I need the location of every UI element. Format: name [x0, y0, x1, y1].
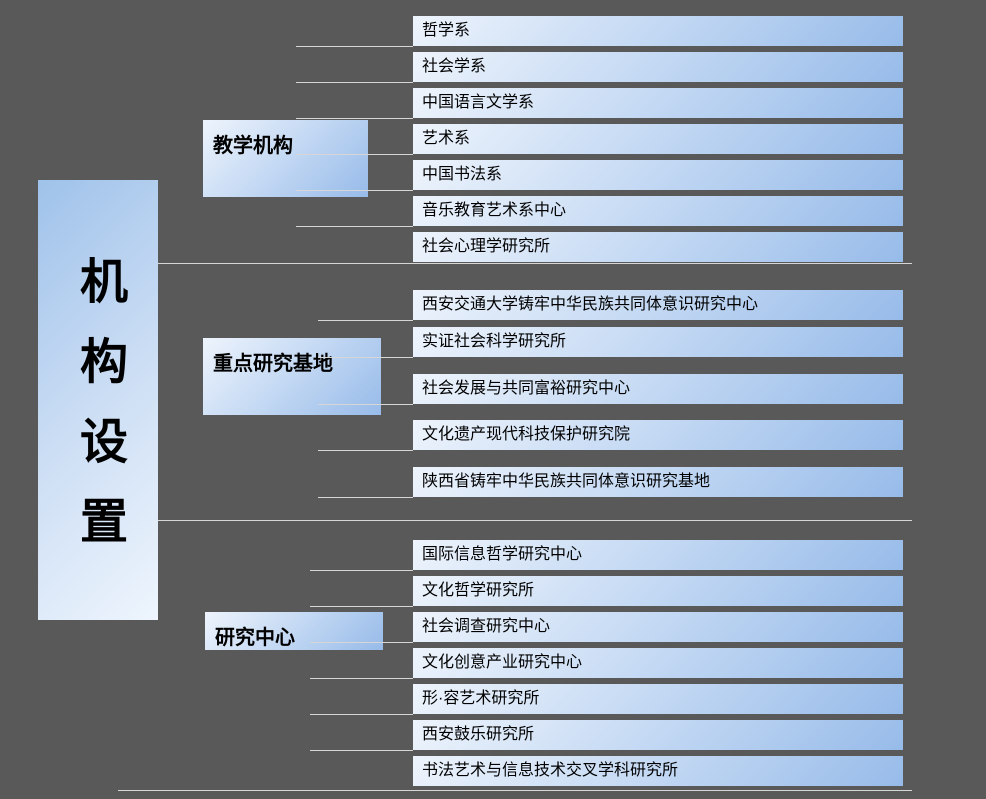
connector-line [318, 357, 413, 358]
connector-line [310, 750, 413, 751]
org-item: 西安交通大学铸牢中华民族共同体意识研究中心 [413, 290, 903, 320]
branch-line-group-2 [158, 520, 912, 521]
connector-line [318, 450, 413, 451]
org-item: 社会学系 [413, 52, 903, 82]
org-item: 中国书法系 [413, 160, 903, 190]
org-item: 艺术系 [413, 124, 903, 154]
connector-line [296, 154, 413, 155]
connector-line [310, 570, 413, 571]
category-node-key-research-bases: 重点研究基地 [203, 338, 381, 415]
org-item: 西安鼓乐研究所 [413, 720, 903, 750]
connector-line [318, 497, 413, 498]
org-item: 形·容艺术研究所 [413, 684, 903, 714]
connector-line [296, 46, 413, 47]
root-node: 机构设置 [38, 180, 158, 620]
branch-line-group-3 [118, 790, 912, 791]
org-item: 社会发展与共同富裕研究中心 [413, 374, 903, 404]
branch-line-group-1 [158, 263, 912, 264]
category-node-teaching: 教学机构 [203, 120, 368, 197]
connector-line [296, 118, 413, 119]
connector-line [318, 320, 413, 321]
connector-line [310, 606, 413, 607]
org-item: 实证社会科学研究所 [413, 327, 903, 357]
org-item: 文化遗产现代科技保护研究院 [413, 420, 903, 450]
category-node-research-centers: 研究中心 [205, 612, 383, 650]
connector-line [296, 226, 413, 227]
org-item: 文化哲学研究所 [413, 576, 903, 606]
org-item: 社会调查研究中心 [413, 612, 903, 642]
org-item: 音乐教育艺术系中心 [413, 196, 903, 226]
org-item: 社会心理学研究所 [413, 232, 903, 262]
connector-line [310, 642, 413, 643]
connector-line [310, 678, 413, 679]
root-node-label: 机构设置 [72, 256, 125, 576]
org-item: 哲学系 [413, 16, 903, 46]
org-item: 国际信息哲学研究中心 [413, 540, 903, 570]
org-item: 中国语言文学系 [413, 88, 903, 118]
connector-line [296, 190, 413, 191]
org-item: 文化创意产业研究中心 [413, 648, 903, 678]
connector-line [296, 82, 413, 83]
connector-line [318, 404, 413, 405]
org-item: 陕西省铸牢中华民族共同体意识研究基地 [413, 467, 903, 497]
connector-line [310, 714, 413, 715]
org-item: 书法艺术与信息技术交叉学科研究所 [413, 756, 903, 786]
